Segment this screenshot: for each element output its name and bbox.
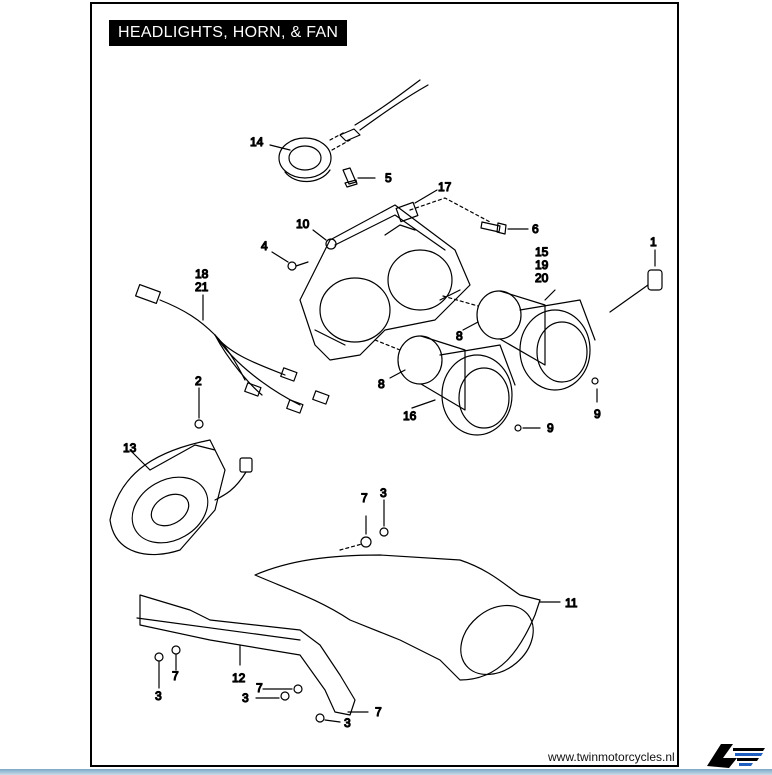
fan-part	[109, 387, 253, 556]
callout-15: 15	[535, 245, 549, 259]
callout-6: 6	[532, 222, 539, 236]
callout-3-mid: 3	[242, 691, 249, 705]
callout-7-bottom: 7	[375, 705, 382, 719]
nut-part	[312, 229, 337, 250]
leader-lines	[269, 144, 556, 409]
wiring-harness-part	[135, 283, 330, 414]
callout-1: 1	[650, 235, 657, 249]
callout-9-left: 9	[547, 421, 554, 435]
callout-3-top: 3	[380, 486, 387, 500]
callout-12: 12	[232, 671, 246, 685]
diagram-frame	[90, 2, 679, 767]
hardware-3-7-part	[339, 499, 389, 551]
callout-21: 21	[195, 280, 209, 294]
callout-line-17	[414, 189, 438, 204]
lower-hardware-part	[154, 645, 369, 723]
callout-20: 20	[535, 271, 549, 285]
callout-9-right: 9	[594, 407, 601, 421]
callout-17: 17	[438, 180, 452, 194]
callout-11: 11	[565, 596, 578, 610]
bracket-bolt-part	[480, 221, 529, 235]
horn-bolt-part	[342, 167, 376, 188]
bulb-socket-part	[609, 249, 663, 313]
headlamp-left-part	[374, 335, 516, 436]
callout-7-top: 7	[361, 491, 368, 505]
lower-bracket-part	[136, 594, 356, 716]
callout-16: 16	[403, 409, 417, 423]
callout-2: 2	[195, 374, 202, 388]
leader-17	[409, 197, 491, 223]
callout-7-mid: 7	[256, 681, 263, 695]
callout-8-left: 8	[378, 377, 385, 391]
winged-logo-icon	[707, 744, 765, 768]
callout-13: 13	[123, 441, 137, 455]
horn-part	[278, 79, 429, 183]
fairing-duct-part	[254, 554, 561, 681]
callout-7-left: 7	[172, 669, 179, 683]
callout-3-left: 3	[155, 689, 162, 703]
callout-8-right: 8	[456, 329, 463, 343]
callout-3-bottom: 3	[344, 716, 351, 730]
diagram-title: HEADLIGHTS, HORN, & FAN	[109, 20, 348, 46]
footer-bar	[0, 769, 772, 775]
callout-19: 19	[535, 258, 549, 272]
callout-5: 5	[385, 171, 392, 185]
footer-url: www.twinmotorcycles.nl	[548, 750, 675, 764]
screw-part	[271, 251, 309, 271]
callout-4: 4	[261, 239, 268, 253]
callout-14: 14	[250, 135, 264, 149]
headlamp-screw-part	[514, 377, 599, 432]
headlamp-right-part	[442, 290, 596, 391]
callout-18: 18	[195, 267, 209, 281]
callout-10: 10	[296, 217, 310, 231]
headlamp-bracket-part	[299, 201, 471, 361]
